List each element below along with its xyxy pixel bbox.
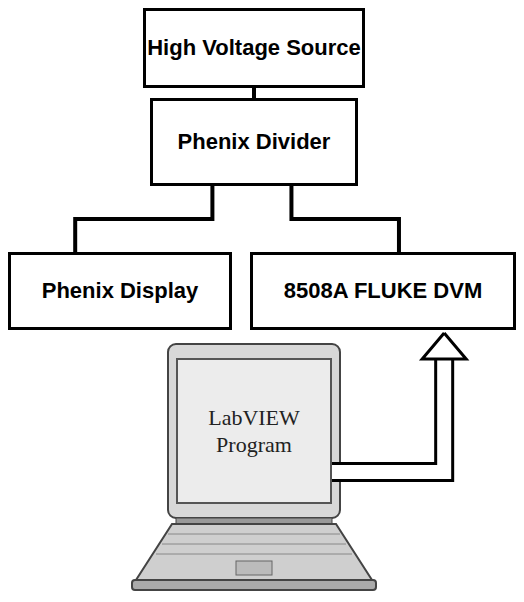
wire-line: [252, 88, 256, 98]
source-box: High Voltage Source: [143, 8, 365, 88]
meter-box: 8508A FLUKE DVM: [250, 252, 516, 330]
wire-connector: [254, 88, 255, 98]
arrow-body: [332, 359, 444, 472]
laptop-lid: [168, 344, 340, 518]
keyboard-rows: [156, 534, 352, 554]
display-box: Phenix Display: [8, 252, 232, 330]
arrow-head: [422, 333, 466, 359]
wire-connector: [291, 186, 399, 252]
wire-connector: [75, 186, 212, 252]
block-arrow: [332, 333, 466, 472]
node-label: LabVIEW Program: [178, 404, 330, 459]
wire-line: [75, 186, 212, 252]
node-label: Phenix Display: [42, 278, 199, 303]
laptop-screen: LabVIEW Program: [176, 358, 332, 504]
laptop-base: [132, 580, 376, 590]
wire-line: [291, 186, 399, 252]
divider-box: Phenix Divider: [150, 98, 358, 186]
node-label: Phenix Divider: [178, 129, 331, 154]
arrow-outline: [332, 359, 444, 472]
node-label: High Voltage Source: [147, 35, 361, 60]
node-label: 8508A FLUKE DVM: [284, 278, 482, 303]
laptop-keyboard: [136, 524, 372, 580]
touchpad: [236, 561, 272, 575]
